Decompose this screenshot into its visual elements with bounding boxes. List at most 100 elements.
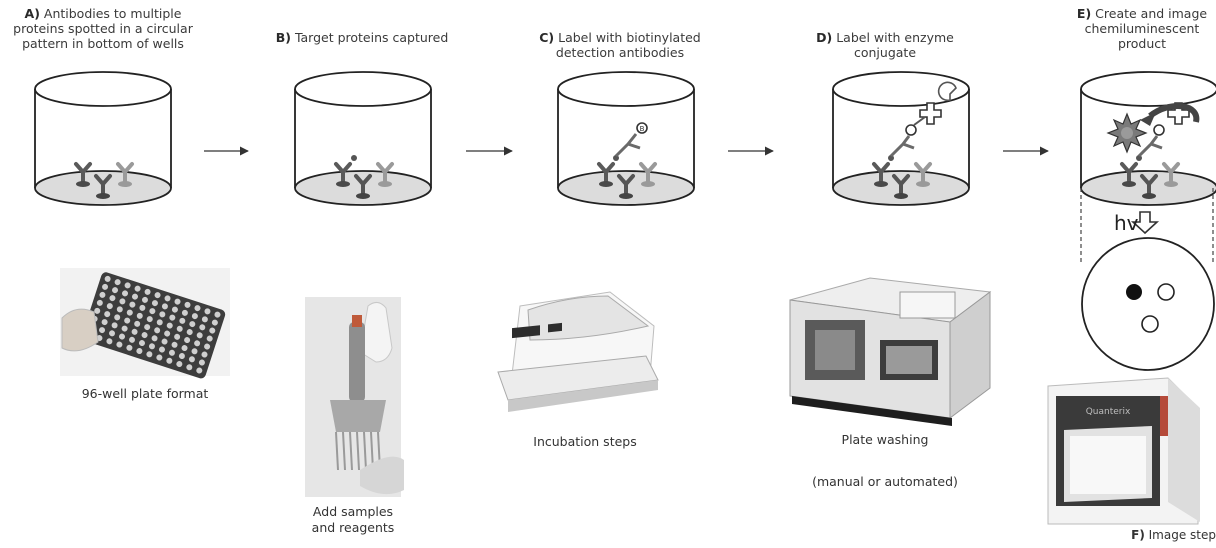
plate-well xyxy=(196,332,203,339)
plate-well xyxy=(154,292,161,299)
pipette-label: Add samples and reagents xyxy=(300,504,406,536)
plate-well xyxy=(174,298,181,305)
well-b xyxy=(294,71,432,206)
plate-well xyxy=(194,340,201,347)
plate-well xyxy=(136,312,143,319)
plate-well xyxy=(99,291,106,298)
step-e-letter: E) xyxy=(1076,6,1092,21)
plate-well xyxy=(129,301,136,308)
plate-well xyxy=(161,338,168,345)
plate-well xyxy=(139,304,146,311)
plate-well xyxy=(131,328,138,335)
plate-well xyxy=(181,345,188,352)
plate-well xyxy=(204,343,211,350)
plate-well xyxy=(171,341,178,348)
incubator-label: Incubation steps xyxy=(533,434,637,449)
plate-well xyxy=(191,348,198,355)
plate-well xyxy=(124,317,131,324)
step-a-letter: A) xyxy=(24,6,40,21)
plate-well xyxy=(179,317,186,324)
96-well-plate-photo xyxy=(60,268,230,379)
imager-photo: Quanterix xyxy=(1047,377,1200,525)
step-d-caption: D) Label with enzyme conjugate xyxy=(800,30,970,60)
plate-well xyxy=(166,357,173,364)
plate-well xyxy=(186,329,193,336)
plate-well xyxy=(106,338,113,345)
plate-well xyxy=(186,364,193,371)
plate-well xyxy=(102,283,109,290)
plate-well xyxy=(174,333,181,340)
detection-image-circle xyxy=(1081,237,1215,371)
step-a-text: Antibodies to multiple proteins spotted … xyxy=(13,6,193,51)
plate-well xyxy=(109,330,116,337)
plate-well xyxy=(178,353,185,360)
plate-well xyxy=(164,330,171,337)
plate-well xyxy=(201,351,208,358)
well-d xyxy=(832,71,970,206)
plate-well xyxy=(199,324,206,331)
step-c-caption: C) Label with biotinylated detection ant… xyxy=(520,30,720,60)
plate-well xyxy=(134,285,141,292)
step-a-caption: A) Antibodies to multiple proteins spott… xyxy=(8,6,198,51)
well-a xyxy=(34,71,172,206)
plate-well xyxy=(184,337,191,344)
plate-well xyxy=(148,343,155,350)
plate-well xyxy=(156,354,163,361)
step-d-text: Label with enzyme conjugate xyxy=(836,30,954,60)
plate-well xyxy=(211,319,218,326)
plate-well xyxy=(166,322,173,329)
pipette-label-text: Add samples and reagents xyxy=(311,504,395,535)
plate-label: 96-well plate format xyxy=(81,386,209,401)
pipette-photo xyxy=(305,297,404,497)
plate-well xyxy=(146,351,153,358)
plate-well xyxy=(112,287,119,294)
plate-well xyxy=(141,296,148,303)
light-down-arrow-icon xyxy=(1130,211,1160,235)
plate-well xyxy=(146,316,153,323)
plate-well xyxy=(114,279,121,286)
plate-well xyxy=(149,308,156,315)
plate-well xyxy=(189,321,196,328)
plate-well xyxy=(104,275,111,282)
plate-well xyxy=(119,333,126,340)
plate-well xyxy=(109,295,116,302)
detection-label: hv xyxy=(1114,211,1139,235)
plate-well xyxy=(138,340,145,347)
plate-well xyxy=(116,306,123,313)
plate-well xyxy=(209,327,216,334)
well-c: B xyxy=(557,71,695,206)
plate-well xyxy=(164,295,171,302)
plate-well xyxy=(96,299,103,306)
plate-well xyxy=(141,332,148,339)
plate-well xyxy=(194,305,201,312)
chemiluminescent-starburst-icon xyxy=(1106,112,1148,154)
plate-well xyxy=(111,322,118,329)
plate-well xyxy=(206,335,213,342)
plate-well xyxy=(131,293,138,300)
plate-well xyxy=(204,308,211,315)
plate-well xyxy=(159,311,166,318)
plate-well xyxy=(121,325,128,332)
plate-well xyxy=(158,346,165,353)
plate-well xyxy=(144,288,151,295)
plate-well xyxy=(106,303,113,310)
step-d-letter: D) xyxy=(816,30,833,45)
plate-well xyxy=(151,300,158,307)
step-e-text: Create and image chemiluminescent produc… xyxy=(1084,6,1208,51)
plate-well xyxy=(134,320,141,327)
plate-well xyxy=(122,290,129,297)
plate-well xyxy=(126,309,133,316)
plate-well xyxy=(161,303,168,310)
plate-well xyxy=(124,282,131,289)
plate-well xyxy=(171,306,178,313)
plate-well xyxy=(119,298,126,305)
plate-well xyxy=(191,313,198,320)
plate-well xyxy=(176,361,183,368)
image-step-text: Image step xyxy=(1148,528,1216,542)
plate-washer-photo xyxy=(789,277,992,426)
step-b-letter: B) xyxy=(275,30,291,45)
well-e xyxy=(1080,71,1216,206)
plate-well xyxy=(154,327,161,334)
plate-well xyxy=(198,359,205,366)
